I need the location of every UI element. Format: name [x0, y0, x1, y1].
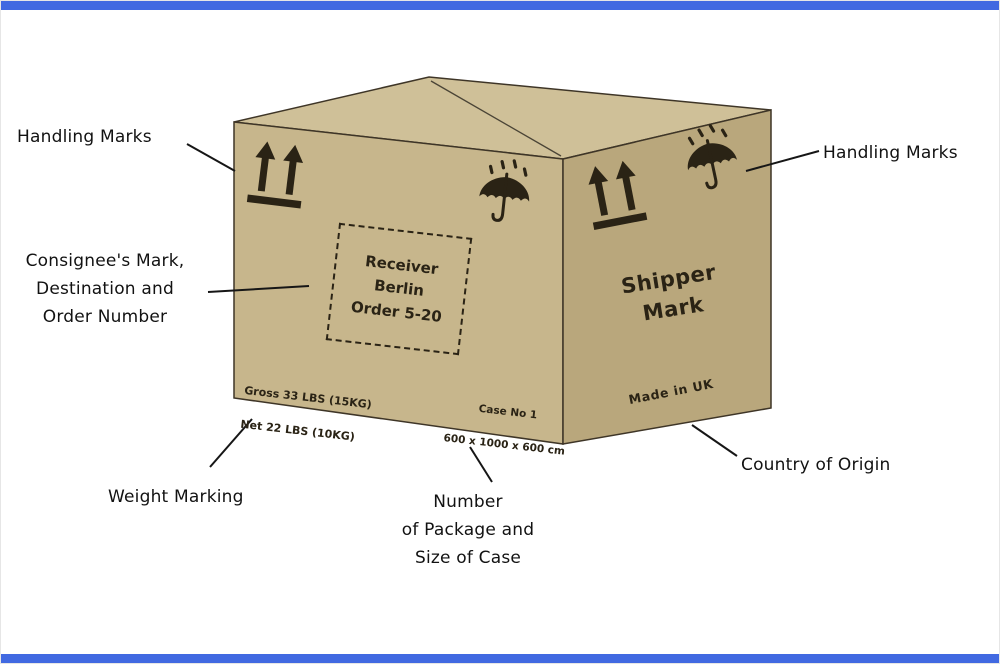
- case-number-size-text: Case No 1 600 x 1000 x 600 cm: [434, 380, 579, 479]
- callout-line-country: [691, 424, 738, 457]
- label-country-of-origin: Country of Origin: [741, 455, 891, 475]
- gross-weight-text: Gross 33 LBS (15KG): [243, 383, 373, 412]
- callout-line-consignee: [207, 285, 310, 293]
- label-consignee: Consignee's Mark, Destination and Order …: [25, 251, 185, 328]
- callout-line-weight: [209, 418, 253, 468]
- callout-line-handling-right: [745, 150, 820, 172]
- label-package-size: Number of Package and Size of Case: [401, 492, 535, 569]
- carton-flap-seam: [430, 80, 562, 157]
- case-number-text: Case No 1: [478, 402, 538, 422]
- top-accent-bar: [1, 1, 999, 10]
- callout-line-package: [469, 446, 493, 483]
- case-size-text: 600 x 1000 x 600 cm: [442, 432, 566, 459]
- bottom-accent-bar: [1, 654, 999, 663]
- weight-marking-text: Gross 33 LBS (15KG) Net 22 LBS (10KG): [238, 365, 375, 464]
- callout-line-handling-left: [186, 143, 236, 172]
- label-handling-marks-left: Handling Marks: [17, 127, 152, 147]
- label-weight-marking: Weight Marking: [108, 487, 244, 507]
- label-handling-marks-right: Handling Marks: [823, 143, 958, 163]
- net-weight-text: Net 22 LBS (10KG): [239, 417, 356, 444]
- carton-right-face: [562, 109, 772, 445]
- consignee-mark-panel: Receiver Berlin Order 5-20: [325, 222, 473, 356]
